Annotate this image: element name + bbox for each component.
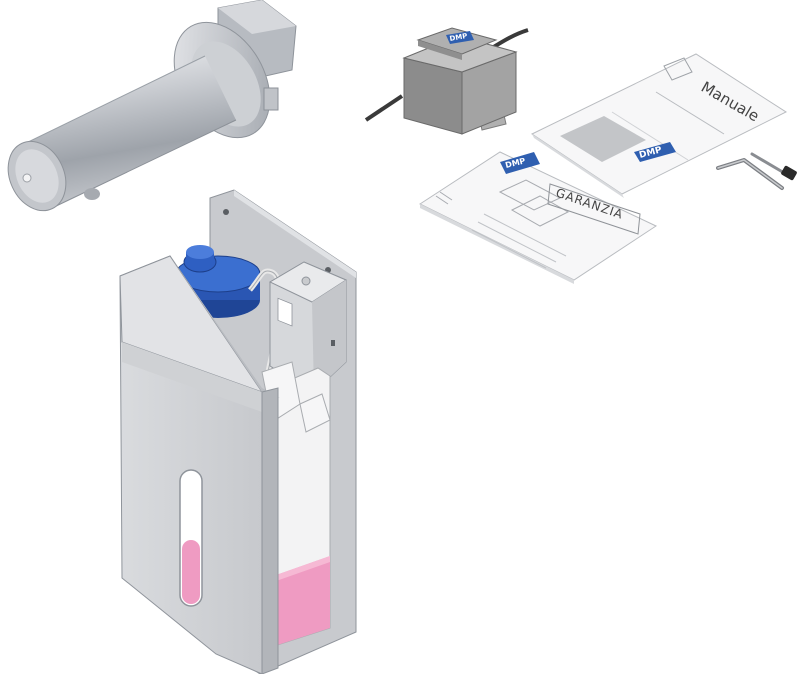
tap-spout <box>7 0 297 212</box>
panel-screw-hole <box>223 209 229 215</box>
svg-text:DMP: DMP <box>449 32 468 43</box>
manual-booklet: Manuale DMP <box>530 53 788 198</box>
soap-dispenser-unit <box>119 189 357 674</box>
sensor-dot <box>22 173 32 183</box>
level-window-soap <box>182 540 200 604</box>
warranty-logo: DMP <box>500 152 540 174</box>
soap-bottle <box>261 361 331 651</box>
level-window <box>179 469 203 607</box>
power-transformer: DMP <box>364 27 529 135</box>
transformer-logo: DMP <box>446 31 474 44</box>
sensor-probe <box>750 152 797 181</box>
manual-logo: DMP <box>634 142 676 162</box>
ce-label <box>277 297 293 327</box>
control-box <box>268 261 348 393</box>
hex-key <box>716 158 784 190</box>
